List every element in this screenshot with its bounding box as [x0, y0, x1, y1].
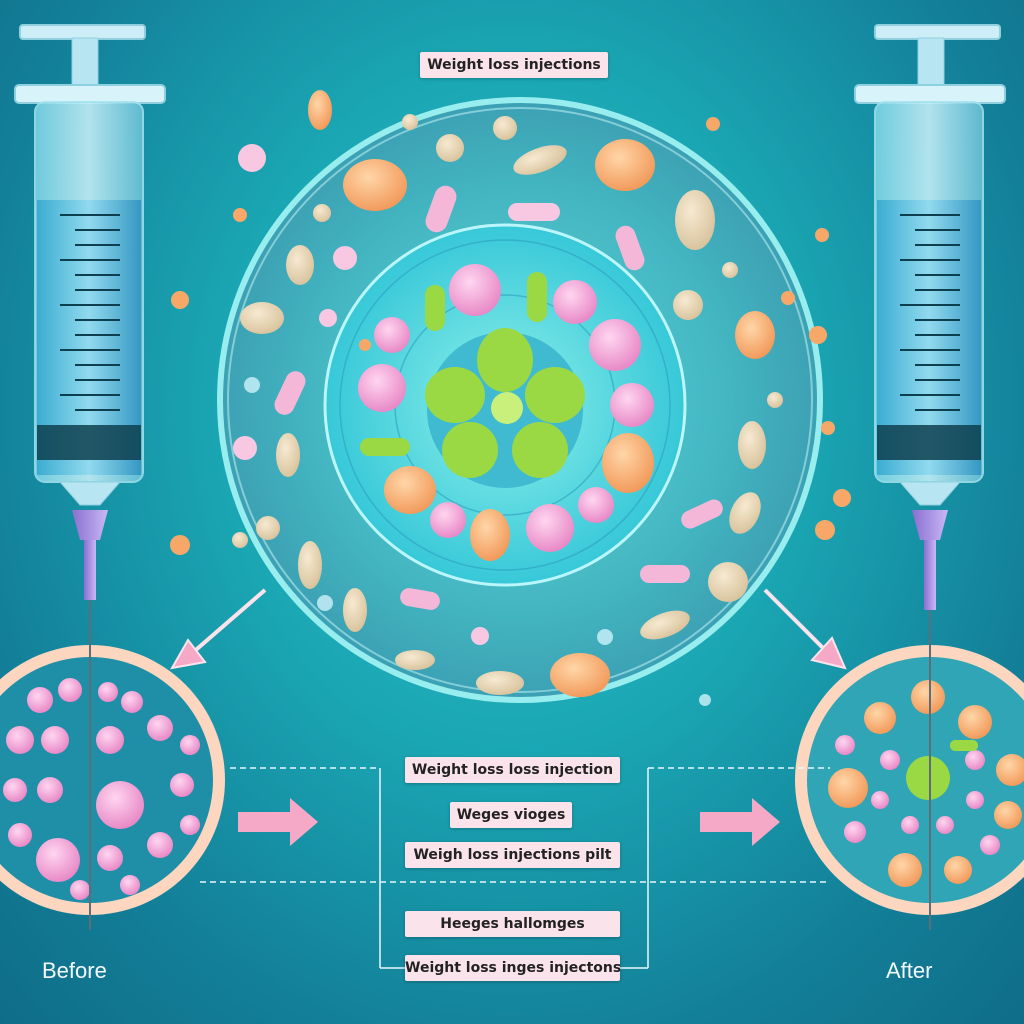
label-mid-4: Heeges hallomges: [405, 911, 620, 937]
pointer-arrow-left: [170, 588, 267, 670]
syringe-right: [854, 24, 1006, 930]
label-mid-2: Weges vioges: [450, 802, 572, 828]
flow-arrow-left: [238, 798, 318, 846]
label-mid-1: Weight loss loss injection: [405, 757, 620, 783]
flow-arrow-right: [700, 798, 780, 846]
particles: [170, 90, 851, 706]
label-mid-3: Weigh loss injections pilt: [405, 842, 620, 868]
caption-after: After: [886, 958, 933, 983]
label-mid-5: Weight loss inges injectons: [405, 955, 620, 981]
green-organelle: [425, 328, 585, 488]
before-cell-view: [0, 645, 225, 915]
large-cell: [217, 97, 823, 703]
label-top: Weight loss injections: [420, 52, 608, 78]
connector-lines: [200, 767, 830, 969]
pointer-arrow-right: [763, 588, 847, 670]
after-cell-view: [795, 645, 1024, 915]
caption-before: Before: [42, 958, 107, 983]
